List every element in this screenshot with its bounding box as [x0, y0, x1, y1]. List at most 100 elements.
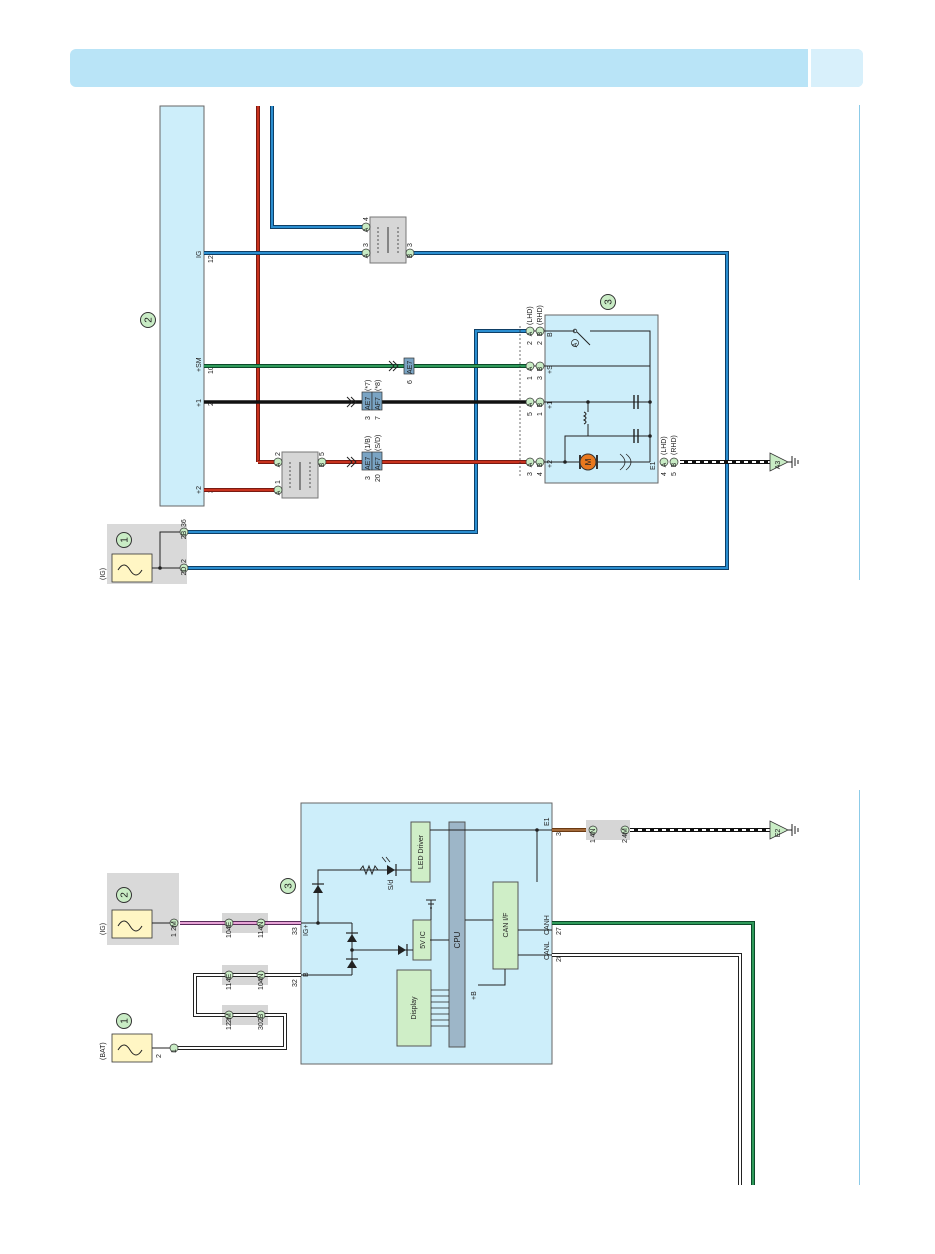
svg-text:+2: +2 — [547, 460, 554, 468]
fuse-marker: 1 — [116, 532, 132, 548]
inline-connector-sm: AE7 6 — [388, 357, 415, 384]
svg-text:3: 3 — [537, 376, 544, 380]
svg-text:A: A — [527, 366, 534, 371]
svg-text:1: 1 — [590, 839, 597, 843]
svg-text:B: B — [303, 972, 310, 977]
header-tab — [808, 49, 863, 87]
svg-text:1: 1 — [527, 376, 534, 380]
ground-e2: E2 — [769, 820, 799, 840]
svg-text:E1: E1 — [650, 461, 657, 470]
svg-text:1: 1 — [171, 1049, 178, 1053]
fuse-icon — [111, 553, 153, 583]
ig-fuse-label: (IG) — [100, 568, 107, 580]
right-margin-rule-top — [859, 105, 860, 580]
wire-blue-feed — [270, 106, 370, 229]
inline-connector-plus1: AE7 AF7 3 7 (*7) (*8) — [346, 380, 383, 420]
svg-text:4M: 4M — [622, 828, 629, 838]
svg-text:32: 32 — [292, 979, 299, 987]
svg-text:IG+: IG+ — [303, 925, 310, 936]
svg-text:5: 5 — [527, 412, 534, 416]
svg-text:AE7: AE7 — [365, 457, 372, 470]
svg-text:2: 2 — [144, 317, 155, 323]
svg-text:B: B — [537, 331, 544, 336]
wire-canl — [552, 953, 742, 1185]
svg-text:AF7: AF7 — [375, 457, 382, 470]
svg-text:S/d: S/d — [388, 880, 395, 891]
svg-text:A: A — [572, 342, 579, 347]
svg-text:(*7): (*7) — [365, 380, 372, 391]
led-driver-block — [410, 821, 431, 883]
header-bar — [70, 49, 863, 87]
svg-text:2B: 2B — [258, 1013, 265, 1022]
svg-text:CANL: CANL — [544, 941, 551, 960]
svg-text:2: 2 — [622, 839, 629, 843]
ig-fuse-bottom: 2M 1 (IG) 2 — [100, 873, 179, 945]
svg-text:(RHD): (RHD) — [671, 435, 678, 455]
svg-text:Display: Display — [411, 996, 418, 1019]
fuse-icon — [111, 909, 153, 939]
svg-text:A: A — [275, 462, 282, 467]
svg-text:10: 10 — [258, 982, 265, 990]
svg-text:CAN I/F: CAN I/F — [503, 913, 510, 938]
svg-text:27: 27 — [556, 927, 563, 935]
svg-text:36: 36 — [181, 519, 188, 527]
svg-text:LED Driver: LED Driver — [418, 834, 425, 869]
svg-text:33: 33 — [292, 927, 299, 935]
svg-text:5: 5 — [671, 472, 678, 476]
ecu-marker: 2 — [140, 312, 156, 328]
ecu-pin-ig-name: IG — [196, 251, 203, 258]
svg-text:1: 1 — [120, 1018, 131, 1024]
meter-marker: 3 — [280, 878, 296, 894]
svg-text:B: B — [537, 462, 544, 467]
svg-text:4N: 4N — [590, 829, 597, 838]
svg-text:6: 6 — [407, 380, 414, 384]
svg-text:(RHD): (RHD) — [537, 305, 544, 325]
svg-text:E1: E1 — [544, 817, 551, 826]
svg-text:2: 2 — [537, 341, 544, 345]
ecu-pin-sm-num: 10 — [208, 366, 215, 374]
svg-text:B: B — [547, 332, 554, 337]
svg-text:4N: 4N — [258, 922, 265, 931]
svg-text:B: B — [537, 402, 544, 407]
svg-text:A: A — [363, 253, 370, 258]
svg-text:5V IC: 5V IC — [420, 931, 427, 949]
svg-text:3: 3 — [527, 472, 534, 476]
svg-text:M: M — [584, 458, 593, 465]
svg-text:CANH: CANH — [544, 915, 551, 935]
switch-icon — [571, 339, 579, 347]
svg-text:1: 1 — [171, 933, 178, 937]
svg-text:3: 3 — [407, 243, 414, 247]
ecu-pin-sm-name: +SM — [196, 357, 203, 372]
ground-connector — [586, 820, 630, 840]
junction-connectors: 4E 10 4N 11 4E 11 4N 10 2M 12 2B 30 — [224, 918, 266, 1030]
svg-text:AE7: AE7 — [365, 397, 372, 410]
motor-icon — [579, 453, 597, 471]
fuse-icon — [111, 1033, 153, 1063]
can-if-block — [492, 881, 519, 970]
svg-text:4N: 4N — [258, 974, 265, 983]
svg-text:B: B — [537, 366, 544, 371]
svg-text:10: 10 — [226, 930, 233, 938]
svg-text:+S: +S — [547, 365, 554, 374]
cpu-block — [448, 821, 466, 1048]
motor-unit: 3 A — [519, 294, 659, 484]
junction-upper: A A B 4 3 3 — [361, 216, 415, 264]
bat-fuse-bottom: 1 2 (BAT) 1 — [100, 1013, 179, 1063]
svg-text:(S/D): (S/D) — [375, 435, 382, 451]
svg-text:4: 4 — [661, 472, 668, 476]
svg-text:(IG): (IG) — [100, 923, 107, 935]
svg-text:2M: 2M — [226, 1013, 233, 1023]
svg-text:4: 4 — [537, 472, 544, 476]
ecu-pin-plus1-name: +1 — [196, 399, 203, 407]
ground-a3: A3 — [769, 452, 799, 472]
svg-text:A: A — [661, 462, 668, 467]
right-margin-rule-bottom — [859, 790, 860, 1185]
svg-text:3: 3 — [604, 299, 615, 305]
svg-text:2: 2 — [181, 559, 188, 563]
svg-text:1: 1 — [275, 480, 282, 484]
motor-pin-connectors: A B 2 2 (LHD) (RHD) A B 1 3 A B 5 1 A B … — [525, 305, 679, 476]
svg-text:2: 2 — [120, 892, 131, 898]
svg-text:2D: 2D — [181, 567, 188, 576]
svg-text:11: 11 — [226, 983, 233, 990]
